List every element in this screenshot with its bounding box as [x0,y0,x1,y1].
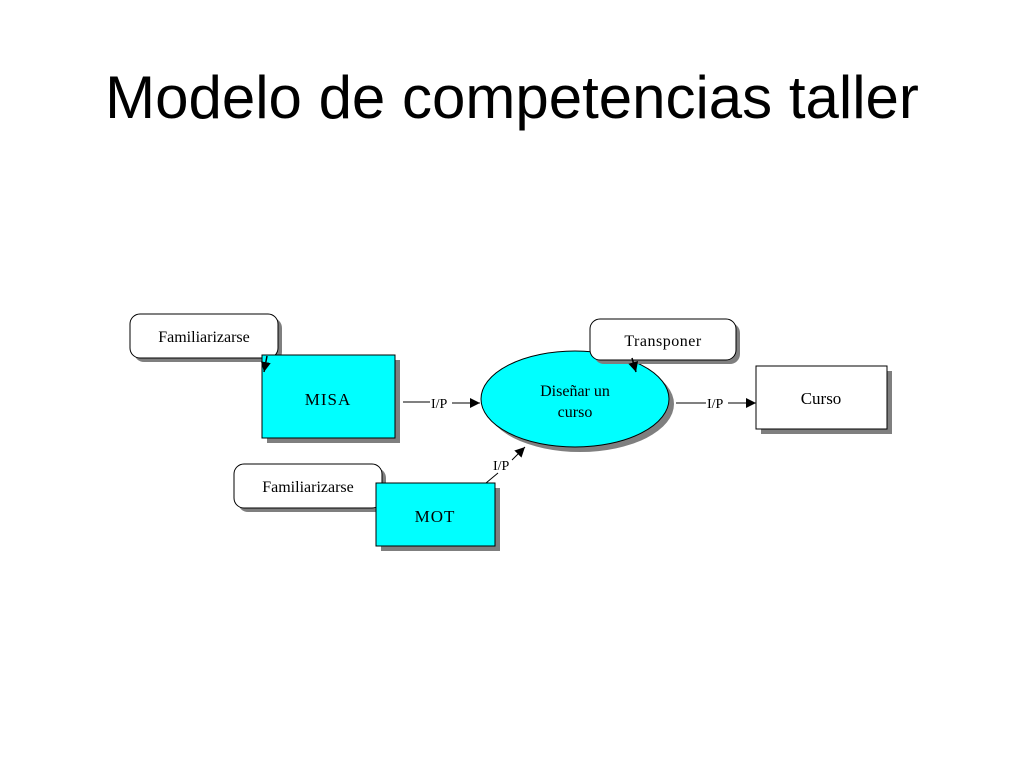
familiarizarse-top-box [129,313,279,359]
familiarizarse-top-to-misa-link [260,355,271,373]
transponer-label: Transponer [624,333,701,350]
curso-box [755,365,888,430]
familiarizarse-bottom-node: Familiarizarse [233,463,386,512]
misa-to-disenar-label: I/P [431,397,448,412]
misa-box [261,354,396,439]
mot-node: MOT [375,482,500,551]
disenar-curso-ellipse [480,350,670,448]
familiarizarse-top-node: Familiarizarse [129,313,282,362]
disenar-curso-label-line1: Diseñar un [540,383,610,400]
transponer-to-disenar-link [628,357,639,373]
disenar-curso-node: Diseñar un curso [480,350,674,452]
mot-to-disenar-link: I/P [485,446,526,484]
mot-to-disenar-line-upper [511,446,526,461]
misa-to-disenar-link: I/P [403,397,480,412]
slide-title: Modelo de competencias taller [105,64,919,131]
misa-label: MISA [305,390,352,409]
misa-node: MISA [261,354,400,443]
disenar-curso-label-line2: curso [558,404,593,421]
mot-to-disenar-label: I/P [493,459,510,474]
disenar-to-curso-link: I/P [676,397,756,412]
mot-box [375,482,496,547]
disenar-to-curso-label: I/P [707,397,724,412]
mot-label: MOT [415,507,456,526]
transponer-box [589,318,737,361]
familiarizarse-top-label: Familiarizarse [158,329,250,346]
curso-label: Curso [801,389,842,408]
curso-node: Curso [755,365,892,434]
mot-to-disenar-line-lower [485,472,499,484]
familiarizarse-bottom-label: Familiarizarse [262,479,354,496]
transponer-node: Transponer [589,318,740,364]
